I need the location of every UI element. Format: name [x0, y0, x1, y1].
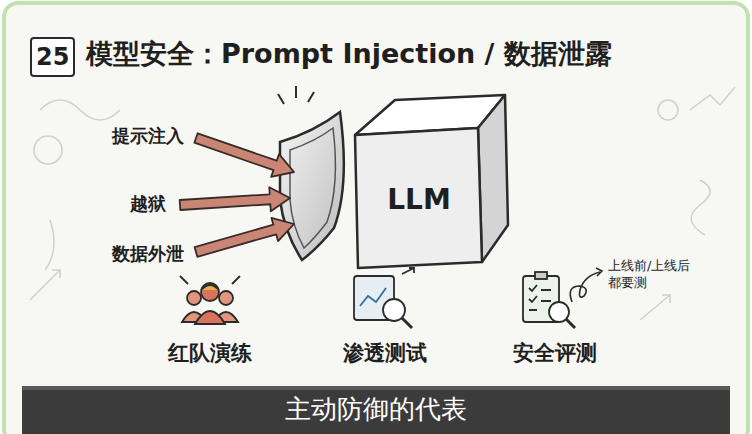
method-label: 红队演练 — [145, 340, 275, 367]
attack-label: 越狱 — [130, 192, 180, 215]
pentest-icon — [354, 268, 414, 328]
note-arrow — [570, 272, 600, 302]
slide-title: 模型安全：Prompt Injection / 数据泄露 — [86, 36, 736, 71]
attack-label: 数据外泄 — [112, 242, 202, 265]
note-arrowhead — [596, 268, 602, 276]
node-text: LLM — [387, 185, 451, 216]
node-text: 25 — [36, 44, 69, 70]
llm-box: LLM — [360, 136, 478, 264]
evaluation-icon — [523, 272, 575, 328]
caption-bar — [22, 386, 730, 434]
caption: 主动防御的代表 — [22, 393, 730, 427]
attack-label: 提示注入 — [112, 124, 202, 147]
attack-arrows — [180, 133, 294, 257]
attack-arrow — [180, 187, 290, 211]
doodles — [30, 87, 735, 320]
attack-arrow — [195, 218, 294, 257]
note-label: 上线前/上线后 都要测 — [608, 258, 703, 292]
attack-arrow — [194, 133, 294, 177]
red-team-icon — [180, 276, 240, 324]
llm-cube — [355, 95, 508, 268]
method-label: 安全评测 — [490, 340, 620, 367]
method-label: 渗透测试 — [320, 340, 450, 367]
caption-bar-edge — [22, 386, 730, 390]
slide-frame — [4, 3, 748, 434]
number-box: 25 — [30, 37, 75, 77]
